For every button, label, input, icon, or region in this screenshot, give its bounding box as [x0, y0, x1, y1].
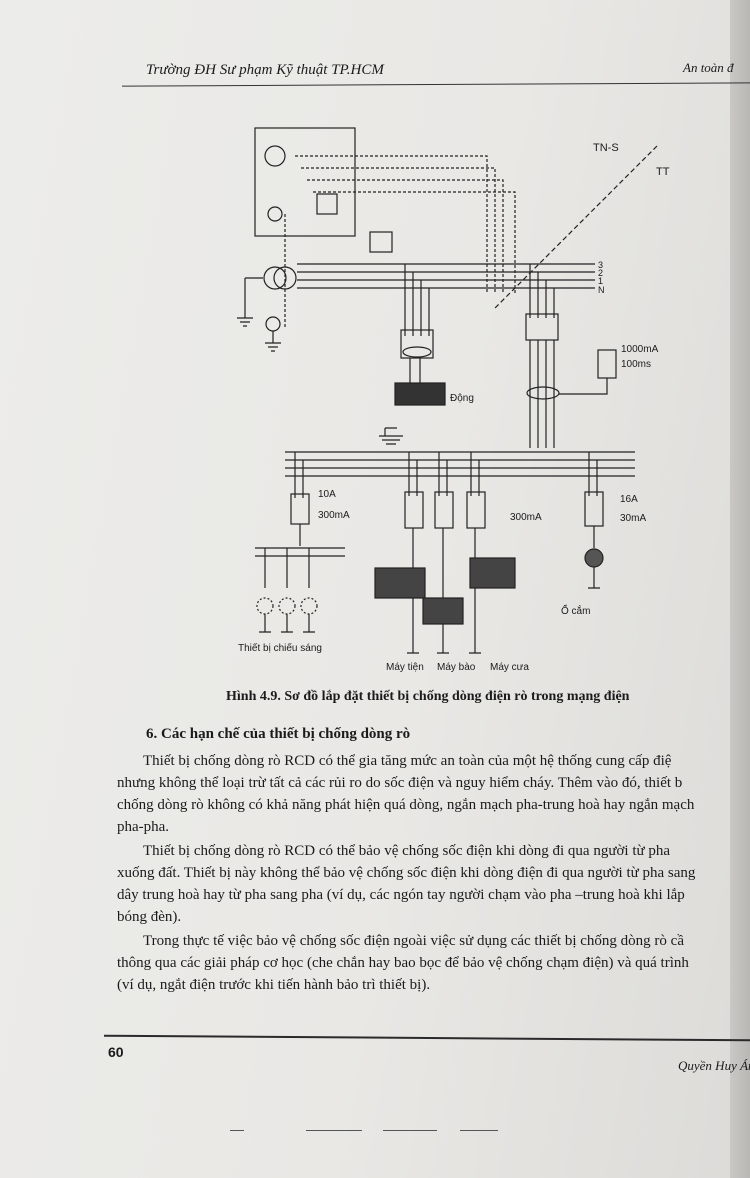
bleed-mark — [230, 1130, 244, 1131]
paragraph-line: Thiết bị chống dòng rò RCD có thể gia tă… — [143, 753, 672, 769]
paragraph-line: chống dòng rò không có khả năng phát hiệ… — [117, 797, 695, 813]
neutral-ct — [265, 316, 281, 332]
paragraph-line: Thiết bị chống dòng rò RCD có thể bảo vệ… — [143, 843, 671, 859]
tns-tt-separator — [494, 145, 658, 309]
distribution-busbars — [285, 451, 635, 477]
bleed-mark — [460, 1130, 498, 1131]
bus-label-1: 1 — [598, 276, 604, 286]
rcd-machines-sensitivity: 300mA — [510, 512, 542, 523]
lighting-branch — [255, 452, 345, 633]
running-header-left: Trường ĐH Sư phạm Kỹ thuật TP.HCM — [146, 62, 384, 78]
machine-label-planer: Máy bào — [437, 662, 476, 673]
rcd-lighting-rated: 10A — [318, 489, 336, 500]
header-rule — [122, 82, 750, 87]
paragraph-line: Trong thực tế việc bảo vệ chống sốc điện… — [143, 933, 684, 949]
rcd-installation-diagram — [237, 127, 658, 654]
earth-symbol — [237, 277, 263, 327]
paragraph-3: Trong thực tế việc bảo vệ chống sốc điện… — [117, 930, 750, 996]
machine-label-saw: Máy cưa — [490, 662, 529, 673]
paragraph-line: nhưng không thể loại trừ tất cả các rủi … — [117, 775, 683, 791]
paragraph-line: dây trung hoà hay từ pha sang pha (ví dụ… — [117, 887, 685, 903]
machine-label-lathe: Máy tiện — [386, 662, 424, 673]
lighting-label: Thiết bị chiếu sáng — [238, 643, 322, 654]
generator-symbol — [264, 145, 286, 167]
substation-box — [254, 127, 356, 237]
rcd-lighting-sensitivity: 300mA — [318, 510, 350, 521]
paragraph-2: Thiết bị chống dòng rò RCD có thể bảo vệ… — [117, 840, 750, 928]
transformer-secondary — [273, 266, 297, 290]
paragraph-line: bóng đèn). — [117, 909, 182, 925]
bus-label-2: 2 — [598, 268, 604, 278]
footer-rule — [104, 1034, 750, 1042]
rcd-main-time: 100ms — [621, 359, 652, 370]
transformer-primary — [263, 266, 287, 290]
paragraph-line: thông qua các giải pháp cơ học (che chắn… — [117, 955, 689, 971]
motor-feeder — [379, 264, 446, 445]
bleed-mark — [306, 1130, 362, 1131]
socket-label: Ổ cắm — [561, 606, 591, 617]
earth-ct-symbol — [267, 206, 283, 222]
feeder-lines — [284, 155, 516, 328]
rcd-main-current: 1000mA — [621, 344, 659, 355]
next-page-edge — [730, 0, 750, 1178]
running-header-right: An toàn đ — [683, 60, 734, 75]
motor-label: Động — [450, 393, 474, 404]
main-busbars — [297, 263, 595, 289]
paragraph-line: xuống đất. Thiết bị này không thể bảo vệ… — [117, 865, 696, 881]
paragraph-1: Thiết bị chống dòng rò RCD có thể gia tă… — [117, 750, 750, 838]
section-title: 6. Các hạn chế của thiết bị chống dòng r… — [146, 726, 411, 742]
paragraph-line: pha-pha. — [117, 819, 170, 835]
rcd-socket-rated: 16A — [620, 494, 638, 505]
machine-branch — [374, 452, 516, 654]
label-tns: TN-S — [593, 142, 619, 154]
bleed-mark — [383, 1130, 437, 1131]
rcd-socket-sensitivity: 30mA — [620, 513, 647, 524]
bus-label-3: 3 — [598, 260, 604, 270]
label-tt: TT — [656, 166, 670, 178]
bus-label-n: N — [598, 285, 605, 295]
paragraph-line: (ví dụ, ngắt điện trước khi tiến hành bả… — [117, 977, 431, 993]
page-number: 60 — [108, 1044, 124, 1060]
monitor-relay-box — [316, 193, 338, 215]
socket-branch — [584, 452, 604, 589]
tt-feeder — [525, 264, 617, 448]
footer-author: Quyền Huy Án — [678, 1058, 750, 1073]
relay-box — [369, 231, 393, 253]
figure-caption: Hình 4.9. Sơ đồ lắp đặt thiết bị chống d… — [226, 689, 630, 704]
